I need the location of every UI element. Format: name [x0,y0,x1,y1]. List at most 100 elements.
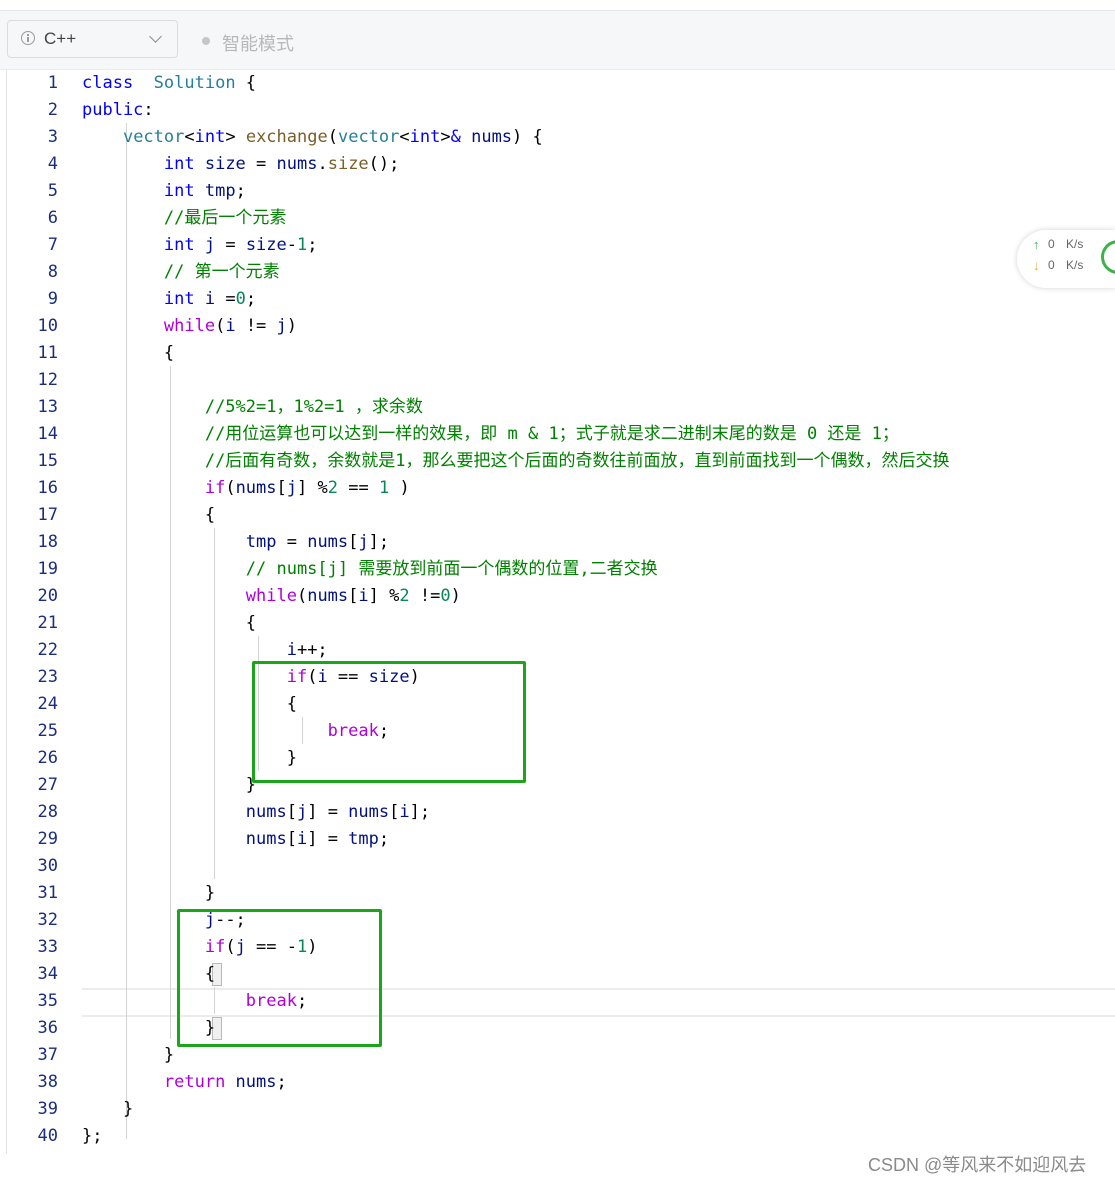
code-token: } [82,775,256,795]
code-token: nums [276,154,318,174]
code-token: ) [286,316,298,336]
code-token: { [82,343,175,363]
code-line[interactable]: } [82,772,256,799]
code-token: j [194,235,216,255]
code-token: tmp [245,532,277,552]
code-token: { [82,505,216,525]
line-number: 36 [37,1018,58,1038]
code-token: ++; [296,640,328,660]
code-token: j [296,802,308,822]
progress-ring-icon [1101,240,1115,274]
code-token: if [204,478,226,498]
code-line[interactable]: while(nums[i] %2 !=0) [82,583,461,610]
code-line[interactable]: nums[j] = nums[i]; [82,799,430,826]
code-token: 1 [297,937,308,957]
code-line[interactable]: { [82,340,174,367]
code-line[interactable]: } [82,1015,215,1042]
code-token: < [184,127,195,147]
code-line[interactable]: } [82,745,297,772]
line-number: 23 [37,667,58,687]
code-line[interactable]: //5%2=1，1%2=1 ，求余数 [82,394,423,421]
code-token: Solution [153,73,236,93]
code-line[interactable]: public: [82,97,154,124]
code-token: 1 [378,478,390,498]
code-token [82,424,205,444]
code-line[interactable]: { [82,691,297,718]
code-line[interactable]: // 第一个元素 [82,259,280,286]
code-line[interactable]: class Solution { [82,70,256,97]
line-number: 4 [47,154,58,174]
code-token: int [163,289,195,309]
line-number: 11 [37,343,58,363]
code-line[interactable]: int i =0; [82,286,256,313]
code-token: 0 [440,586,451,606]
language-select[interactable]: C++ [7,20,178,58]
code-token: } [82,1099,134,1119]
code-token: ]; [368,532,390,552]
code-token: [ [276,478,287,498]
code-token: exchange [245,127,328,147]
code-line[interactable]: }; [82,1123,102,1150]
code-line[interactable]: { [82,961,215,988]
code-line[interactable]: break; [82,988,307,1015]
code-token: class [82,73,134,93]
code-line[interactable]: if(i == size) [82,664,420,691]
code-line[interactable]: //后面有奇数，余数就是1，那么要把这个后面的奇数往前面放，直到前面找到一个偶数… [82,448,950,475]
code-token: j [358,532,369,552]
code-token: ( [225,937,236,957]
code-token: public [82,100,144,120]
code-line[interactable]: int j = size-1; [82,232,318,259]
code-token: & [450,127,461,147]
code-token [82,829,246,849]
code-token: != [409,586,441,606]
code-line[interactable]: j--; [82,907,246,934]
network-speed-widget[interactable]: ↑ 0 K/s ↓ 0 K/s [1017,230,1115,288]
code-token: nums [307,586,349,606]
code-token [82,667,287,687]
code-line[interactable]: int tmp; [82,178,246,205]
code-line[interactable]: // nums[j] 需要放到前面一个偶数的位置,二者交换 [82,556,658,583]
line-number: 17 [37,505,58,525]
code-line[interactable]: { [82,610,256,637]
code-token: ] [368,586,390,606]
indent-guide [214,987,215,1014]
code-token: size [194,154,246,174]
code-line[interactable]: if(nums[j] %2 == 1 ) [82,475,410,502]
code-token: i [286,640,297,660]
code-line[interactable]: if(j == -1) [82,934,318,961]
code-line[interactable]: { [82,502,215,529]
code-line[interactable]: break; [82,718,389,745]
code-token [82,910,205,930]
line-number: 37 [37,1045,58,1065]
code-line[interactable]: vector<int> exchange(vector<int>& nums) … [82,124,543,151]
code-line[interactable]: //用位运算也可以达到一样的效果，即 m & 1；式子就是求二进制末尾的数是 0… [82,421,899,448]
code-token: tmp [348,829,379,849]
chevron-down-icon [149,30,162,43]
code-line[interactable]: return nums; [82,1069,287,1096]
code-line[interactable]: while(i != j) [82,313,297,340]
indent-guide [214,528,215,879]
code-token: nums [307,532,349,552]
code-token: ) { [512,127,543,147]
arrow-down-icon: ↓ [1033,258,1040,273]
code-token: % [317,478,328,498]
code-line[interactable]: int size = nums.size(); [82,151,400,178]
code-token: ] = [307,829,349,849]
code-line[interactable]: } [82,1096,133,1123]
code-line[interactable]: //最后一个元素 [82,205,286,232]
code-line[interactable]: i++; [82,637,328,664]
code-token: vector [122,127,185,147]
code-line[interactable]: } [82,1042,174,1069]
code-line[interactable]: } [82,880,215,907]
line-number: 24 [37,694,58,714]
download-speed-value: 0 [1048,258,1055,272]
code-token: i [225,316,236,336]
code-token: i [399,802,410,822]
smart-mode-toggle[interactable]: 智能模式 [222,34,294,54]
code-line[interactable]: nums[i] = tmp; [82,826,389,853]
code-line[interactable]: tmp = nums[j]; [82,529,389,556]
code-token: nums [225,1072,277,1092]
line-number: 5 [47,181,58,201]
code-token: i [194,289,216,309]
